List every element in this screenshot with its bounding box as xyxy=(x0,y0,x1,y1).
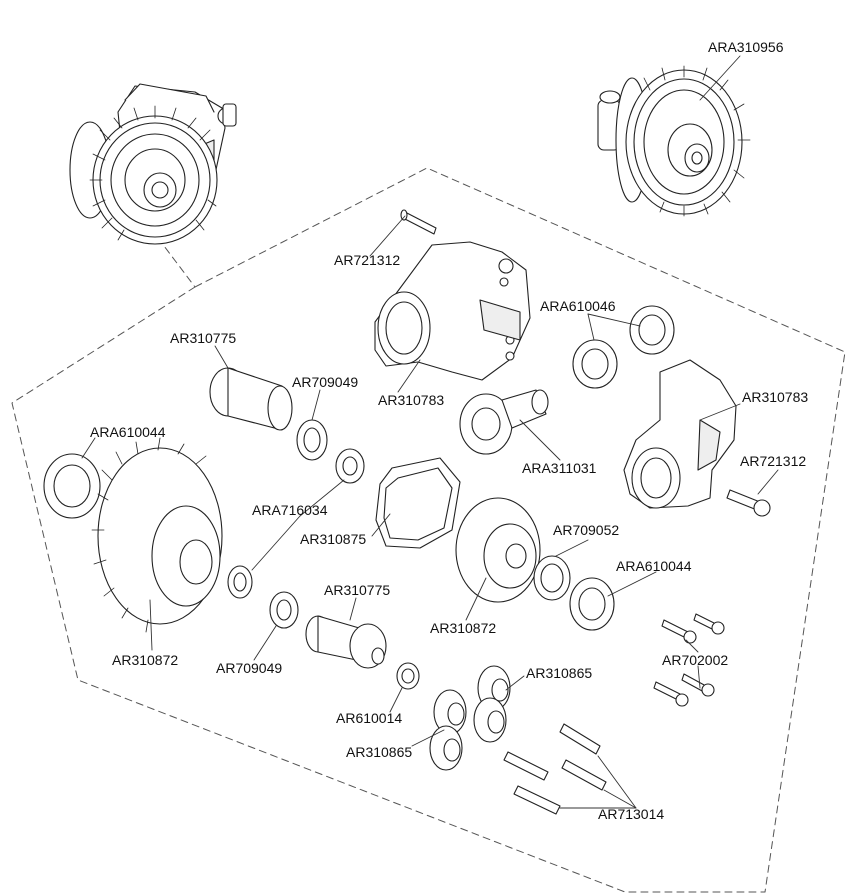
label-ar713014: AR713014 xyxy=(598,806,665,822)
pins-ar713014 xyxy=(503,723,607,815)
label-ara716034: ARA716034 xyxy=(252,502,328,518)
exploded-view-boundary xyxy=(11,167,846,893)
pinion-ara311031 xyxy=(459,389,549,455)
washer-ara716034 xyxy=(335,448,365,484)
bearing-ara610046-b xyxy=(629,305,675,355)
assembled-diff-left xyxy=(69,83,237,245)
label-ara311031: ARA311031 xyxy=(522,460,597,476)
label-ara610046: ARA610046 xyxy=(540,298,616,314)
label-ar310775-top: AR310775 xyxy=(170,330,237,346)
label-ara610044-left: ARA610044 xyxy=(90,424,166,440)
diff-case-ar310872-right xyxy=(455,497,541,603)
label-ar709052: AR709052 xyxy=(553,522,620,538)
bearing-ar610014 xyxy=(396,662,420,690)
washer-ar709049-bottom xyxy=(269,591,299,629)
pin-ar721312-right xyxy=(726,489,771,517)
assembled-diff-right xyxy=(597,65,751,217)
gasket-ar310875 xyxy=(375,457,461,549)
bulkhead-ar310783-left xyxy=(374,241,531,381)
label-ar310875: AR310875 xyxy=(300,531,367,547)
bearing-ara610046-a xyxy=(572,339,618,389)
label-ar721312-top: AR721312 xyxy=(334,252,401,268)
label-ar721312-right: AR721312 xyxy=(740,453,807,469)
washer-ara716034-b xyxy=(227,565,253,599)
spider-gears-ar310865 xyxy=(429,665,511,771)
label-ar702002: AR702002 xyxy=(662,652,729,668)
label-ar310865-right: AR310865 xyxy=(526,665,593,681)
label-ar709049-bottom: AR709049 xyxy=(216,660,283,676)
washer-ar709049-top xyxy=(296,419,328,461)
label-ara310956: ARA310956 xyxy=(708,39,784,55)
label-ar310872-left: AR310872 xyxy=(112,652,179,668)
label-ar310783-left: AR310783 xyxy=(378,392,445,408)
leader-lines xyxy=(81,55,779,809)
label-ar310872-right: AR310872 xyxy=(430,620,497,636)
outdrive-ar310775-bottom xyxy=(305,615,387,669)
bulkhead-ar310783-right xyxy=(623,359,737,509)
label-ar709049-top: AR709049 xyxy=(292,374,359,390)
label-ar610014: AR610014 xyxy=(336,710,403,726)
washer-ar709052 xyxy=(533,555,571,601)
ring-gear-ar310872-left xyxy=(91,437,223,633)
label-ar310783-right: AR310783 xyxy=(742,389,809,405)
outdrive-ar310775-top xyxy=(209,367,293,431)
bearing-ara610044-right xyxy=(569,577,615,631)
label-ar310865-left: AR310865 xyxy=(346,744,413,760)
label-ar310775-bottom: AR310775 xyxy=(324,582,391,598)
pin-ar721312-top xyxy=(400,209,437,235)
bearing-ara610044-left xyxy=(43,453,101,519)
label-ara610044-right: ARA610044 xyxy=(616,558,692,574)
